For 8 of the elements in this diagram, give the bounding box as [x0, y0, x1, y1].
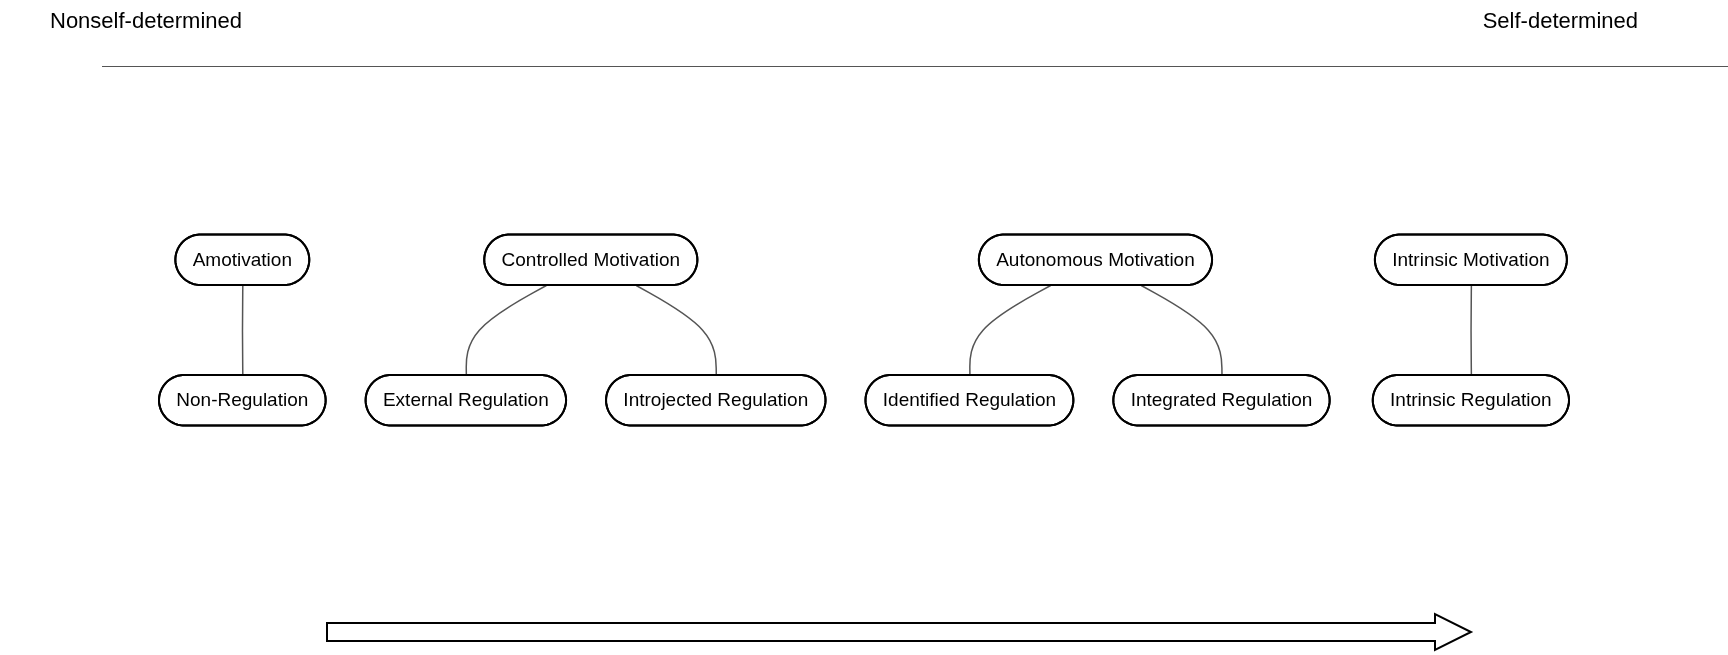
connector — [1470, 284, 1473, 377]
scale-label: Self-determined — [1482, 8, 1638, 34]
connector — [241, 284, 244, 377]
scale-label: Nonself-determined — [50, 8, 242, 34]
connector — [635, 284, 718, 377]
connector — [465, 284, 548, 377]
connector — [1140, 284, 1223, 377]
connector — [969, 284, 1052, 377]
